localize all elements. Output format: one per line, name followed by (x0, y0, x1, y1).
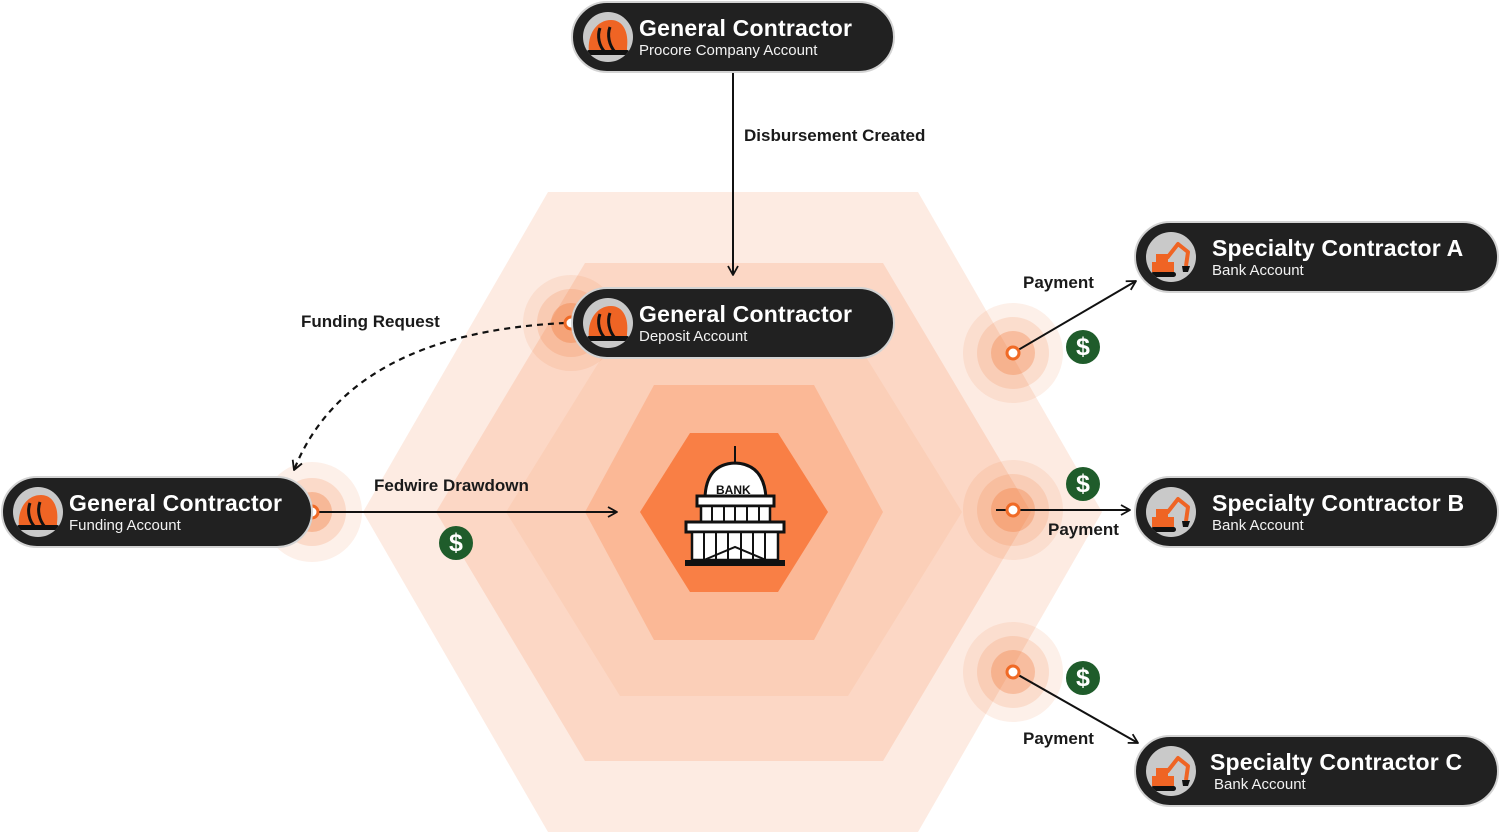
label-payment-c: Payment (1023, 729, 1094, 748)
node-specialty-contractor-b[interactable]: Specialty Contractor B Bank Account (1134, 476, 1499, 548)
node-specialty-contractor-c[interactable]: Specialty Contractor C Bank Account (1134, 735, 1499, 807)
dollar-icon: $ (1066, 661, 1100, 695)
node-subtitle: Funding Account (69, 517, 181, 534)
node-subtitle: Procore Company Account (639, 42, 818, 59)
label-fedwire-drawdown: Fedwire Drawdown (374, 476, 529, 495)
node-title: General Contractor (639, 15, 853, 41)
dot-payment-c (1005, 664, 1021, 680)
node-specialty-contractor-a[interactable]: Specialty Contractor A Bank Account (1134, 221, 1499, 293)
hard-hat-icon (583, 298, 633, 348)
excavator-icon (1146, 487, 1196, 537)
excavator-icon (1146, 232, 1196, 282)
excavator-icon (1146, 746, 1196, 796)
edge-funding-request (291, 321, 566, 471)
node-subtitle: Bank Account (1212, 517, 1304, 534)
dollar-icon: $ (1066, 467, 1100, 501)
bank-label: BANK (716, 483, 751, 497)
node-title: Specialty Contractor A (1212, 235, 1464, 261)
hard-hat-icon (13, 487, 63, 537)
node-title: General Contractor (639, 301, 853, 327)
dollar-icon: $ (1066, 330, 1100, 364)
dot-payment-b (1005, 502, 1021, 518)
node-subtitle: Deposit Account (639, 328, 748, 345)
node-title: Specialty Contractor B (1212, 490, 1465, 516)
node-gc-funding-account[interactable]: General Contractor Funding Account (1, 476, 313, 548)
edge-payment-c (1012, 671, 1139, 744)
edge-payment-a (1012, 280, 1137, 354)
node-subtitle: Bank Account (1212, 262, 1304, 279)
node-title: General Contractor (69, 490, 283, 516)
node-title: Specialty Contractor C (1210, 749, 1463, 775)
hard-hat-icon (583, 12, 633, 62)
dot-payment-a (1005, 345, 1021, 361)
bank-building-icon (684, 446, 786, 566)
label-payment-a: Payment (1023, 273, 1094, 292)
node-gc-deposit-account[interactable]: General Contractor Deposit Account (571, 287, 895, 359)
dollar-icon: $ (439, 526, 473, 560)
label-funding-request: Funding Request (301, 312, 440, 331)
label-payment-b: Payment (1048, 520, 1119, 539)
node-subtitle: Bank Account (1214, 776, 1306, 793)
node-gc-procore-account[interactable]: General Contractor Procore Company Accou… (571, 1, 895, 73)
label-disbursement-created: Disbursement Created (744, 126, 926, 145)
